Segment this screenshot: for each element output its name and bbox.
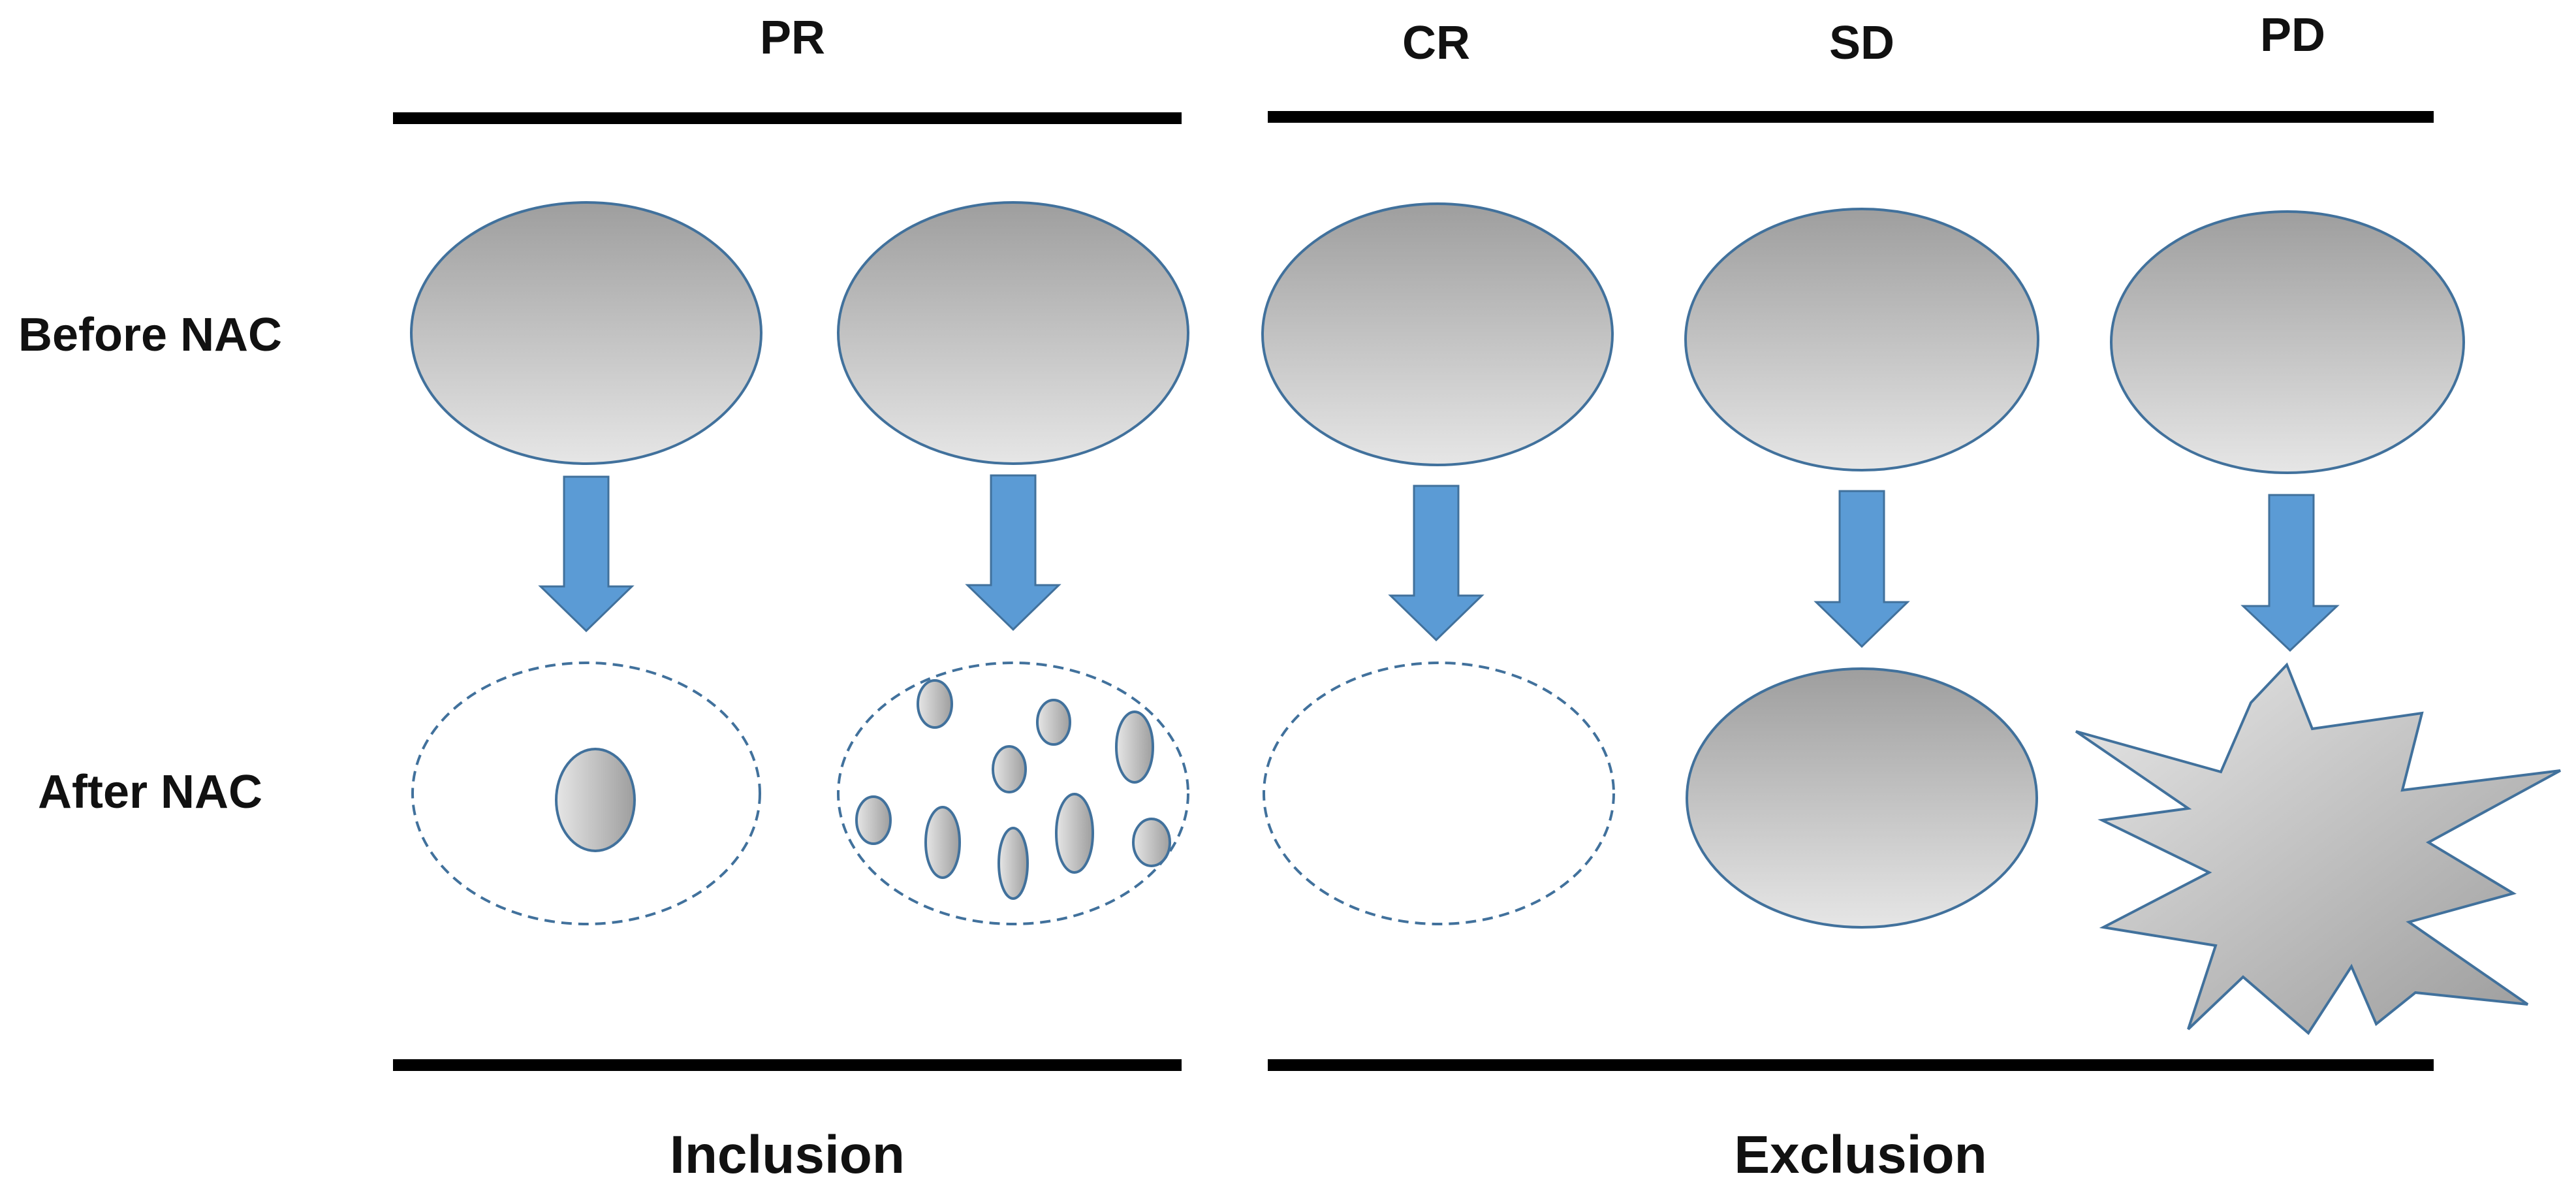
tumor-before-cr (1261, 202, 1614, 466)
residual-outline-pr-1 (411, 662, 761, 925)
residual-tumor-pr-1 (555, 748, 636, 852)
column-header-cr: CR (1402, 17, 1470, 69)
bottom-bar-inclusion (393, 1059, 1182, 1071)
top-bar-exclusion (1268, 111, 2434, 123)
arrow-down-pr-1 (538, 475, 635, 633)
residual-focus (917, 679, 953, 729)
residual-focus (1055, 793, 1094, 874)
group-label-exclusion: Exclusion (1734, 1125, 1987, 1185)
residual-focus (1036, 699, 1071, 746)
tumor-before-pr-2 (837, 201, 1189, 465)
group-label-inclusion: Inclusion (670, 1125, 905, 1185)
tumor-before-pr-1 (410, 201, 762, 465)
row-label-after-nac: After NAC (38, 766, 262, 818)
residual-foci-pr-2 (855, 679, 1171, 900)
tumor-before-sd (1684, 208, 2039, 471)
arrow-down-cr (1388, 485, 1484, 642)
tumor-before-pd (2110, 210, 2465, 474)
residual-focus (1115, 710, 1154, 784)
column-header-pr: PR (760, 12, 825, 64)
residual-focus (924, 806, 961, 879)
column-header-pd: PD (2260, 9, 2325, 61)
arrow-down-sd (1814, 490, 1910, 648)
residual-outline-cr (1263, 662, 1615, 925)
top-bar-inclusion (393, 112, 1182, 124)
row-label-before-nac: Before NAC (18, 309, 282, 361)
arrow-down-pr-2 (965, 474, 1061, 631)
tumor-after-pd-star (2075, 662, 2561, 1036)
arrow-down-pd (2240, 494, 2340, 652)
residual-focus (992, 745, 1027, 793)
residual-focus (855, 795, 892, 845)
column-header-sd: SD (1829, 17, 1894, 69)
tumor-after-sd (1686, 667, 2038, 929)
residual-outline-pr-2 (837, 662, 1189, 925)
residual-focus (997, 827, 1029, 900)
bottom-bar-exclusion (1268, 1059, 2434, 1071)
residual-focus (1132, 818, 1171, 867)
